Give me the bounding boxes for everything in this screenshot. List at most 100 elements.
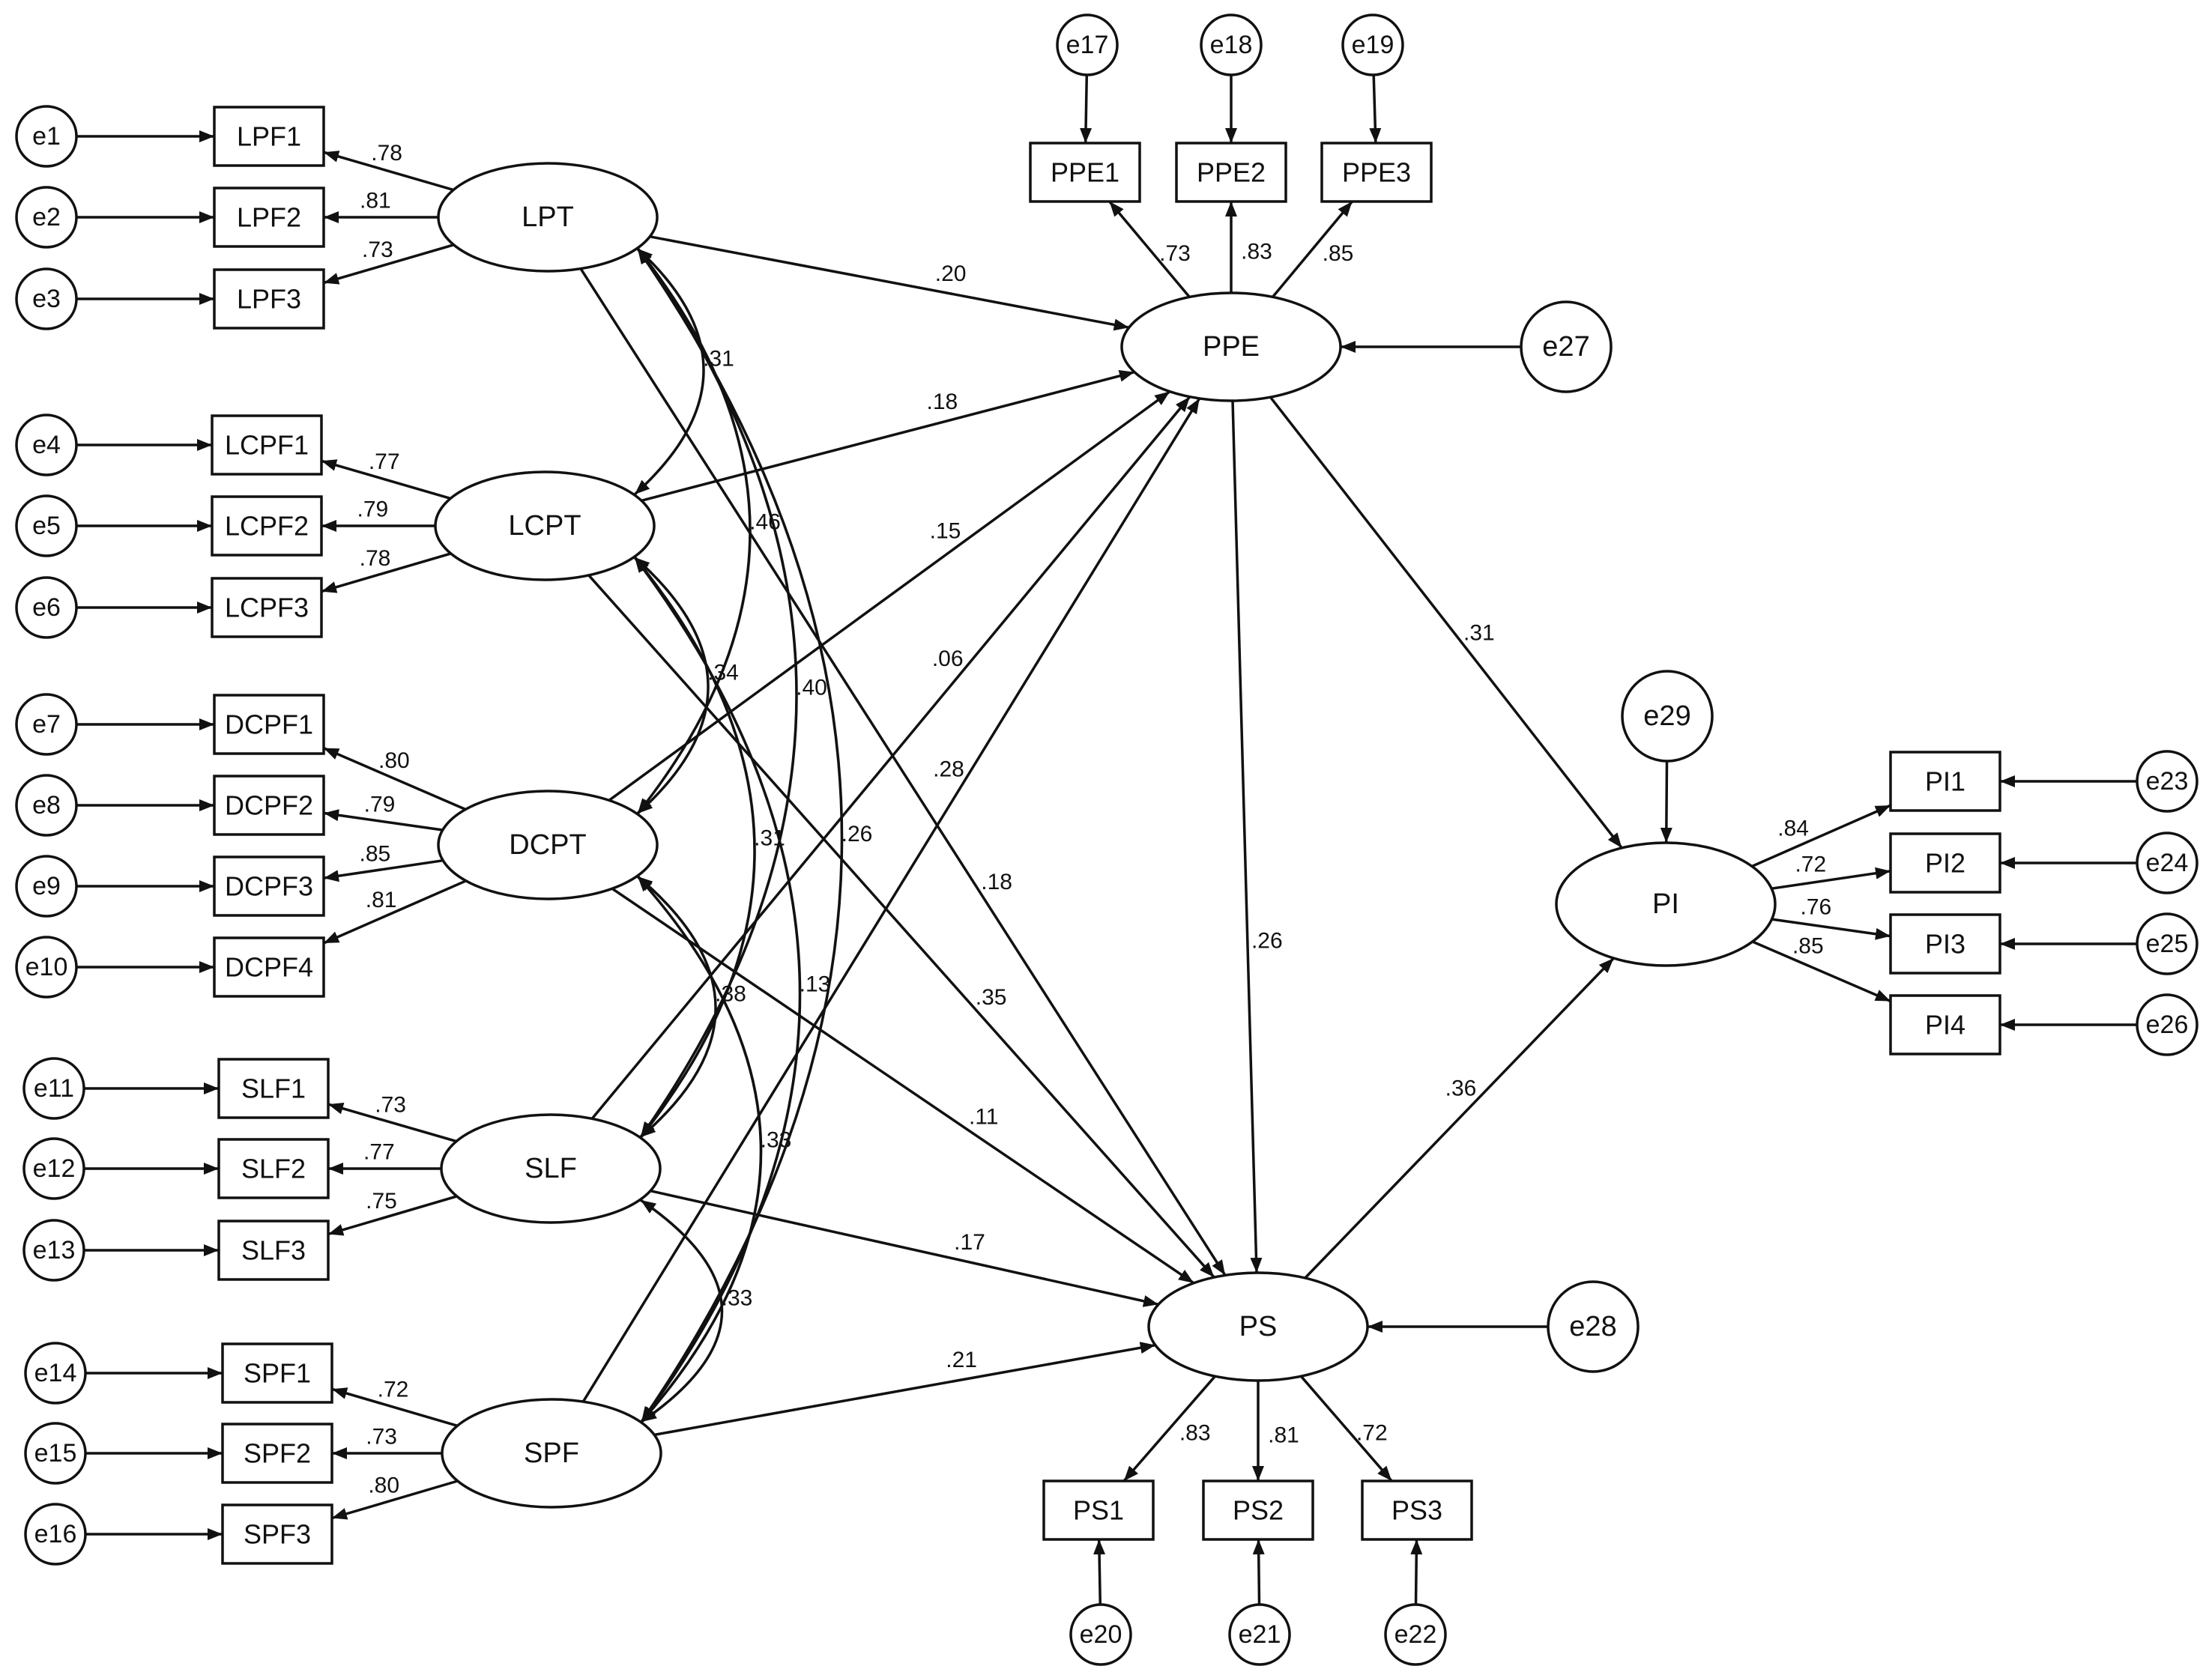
coef-ps-pi: .36 (1445, 1076, 1477, 1101)
error-e3: e3 (15, 267, 78, 330)
latent-ppe-ellipse (1120, 291, 1342, 402)
error-path-e17-ppe1 (1080, 74, 1093, 144)
coef-loading-slf3: .75 (366, 1189, 397, 1214)
error-e15: e15 (24, 1422, 87, 1485)
error-e17: e17 (1056, 13, 1119, 76)
indicator-slf1-box (217, 1058, 330, 1119)
indicator-lcpf3-box (211, 577, 323, 638)
indicator-ppe3-label: PPE3 (1342, 157, 1411, 188)
path-lpt-ppe (649, 235, 1130, 331)
coef-loading-lpf2: .81 (360, 189, 391, 213)
covariance-lpt-lcpt (633, 247, 705, 496)
error-e18: e18 (1200, 13, 1263, 76)
error-e12-circle (22, 1137, 85, 1200)
path-slf-ps (650, 1189, 1159, 1307)
error-e13: e13 (22, 1219, 85, 1282)
coef-spf-ps: .21 (946, 1348, 977, 1372)
latent-dcpt-ellipse (437, 790, 659, 900)
error-e9-label: e9 (32, 872, 61, 900)
coef-loading-ps2: .81 (1268, 1423, 1299, 1448)
error-e12-label: e12 (33, 1154, 76, 1183)
coef-cov-slf-spf: .33 (722, 1286, 753, 1311)
indicator-dcpf3: DCPF3 (213, 855, 325, 917)
error-path-e22-ps3 (1410, 1539, 1423, 1605)
error-e23: e23 (2136, 750, 2199, 813)
indicator-lcpf2-box (211, 495, 323, 557)
path-ppe-pi (1269, 396, 1623, 849)
indicator-lcpf3-label: LCPF3 (225, 593, 309, 623)
indicator-pi2-label: PI2 (1925, 848, 1965, 879)
indicator-spf1: SPF1 (221, 1342, 333, 1404)
latent-pi-ellipse (1555, 841, 1777, 967)
indicator-lcpf2-label: LCPF2 (225, 511, 309, 542)
indicator-dcpf3-label: DCPF3 (225, 871, 313, 902)
latent-slf-ellipse (440, 1113, 662, 1224)
error-e27-label: e27 (1542, 331, 1589, 363)
error-e6-label: e6 (32, 593, 61, 622)
latent-ppe: PPE (1120, 291, 1342, 402)
indicator-spf2-box (221, 1423, 333, 1484)
loading-slf-slf3 (327, 1195, 458, 1236)
coef-loading-pi3: .76 (1801, 895, 1832, 920)
error-e25: e25 (2136, 912, 2199, 975)
indicator-ppe1-box (1029, 142, 1141, 203)
coef-loading-dcpf2: .79 (364, 792, 396, 817)
coef-loading-spf3: .80 (368, 1473, 399, 1498)
covariance-slf-spf (640, 1199, 724, 1423)
latent-ps-label: PS (1239, 1311, 1278, 1342)
indicator-ps1-label: PS1 (1073, 1495, 1124, 1526)
path-lcpt-ppe (641, 370, 1135, 502)
error-path-e19-ppe3 (1369, 74, 1382, 144)
error-e19: e19 (1341, 13, 1404, 76)
error-e3-label: e3 (32, 285, 61, 313)
indicator-spf3: SPF3 (221, 1503, 333, 1565)
error-e20-label: e20 (1080, 1620, 1122, 1649)
error-e2: e2 (15, 186, 78, 249)
error-e11-circle (22, 1057, 85, 1120)
error-e20-circle (1069, 1603, 1132, 1666)
coef-loading-pi2: .72 (1795, 852, 1826, 877)
error-e13-label: e13 (33, 1236, 76, 1264)
error-e10-label: e10 (25, 953, 68, 981)
loading-ps-ps1 (1122, 1375, 1216, 1482)
error-e3-circle (15, 267, 78, 330)
error-e24-circle (2136, 832, 2199, 894)
path-spf-ppe (581, 397, 1201, 1403)
indicator-lcpf3: LCPF3 (211, 577, 323, 638)
error-e28: e28 (1547, 1280, 1640, 1373)
loading-spf-spf3 (331, 1479, 459, 1520)
indicator-ppe3: PPE3 (1320, 142, 1433, 203)
coef-loading-pi1: .84 (1777, 817, 1809, 841)
indicator-pi1: PI1 (1889, 751, 2001, 812)
coef-loading-spf2: .73 (366, 1425, 397, 1450)
error-e19-label: e19 (1352, 31, 1394, 59)
error-e21: e21 (1228, 1603, 1291, 1666)
path-lcpt-ps (587, 574, 1215, 1279)
indicator-spf3-box (221, 1503, 333, 1565)
covariance-layer (633, 247, 844, 1423)
indicator-lpf1: LPF1 (213, 106, 325, 167)
latent-ps: PS (1147, 1271, 1369, 1382)
coef-loading-dcpf3: .85 (360, 841, 391, 866)
path-layer (76, 74, 2137, 1605)
indicator-dcpf2: DCPF2 (213, 775, 325, 836)
error-e14-circle (24, 1342, 87, 1405)
error-e1: e1 (15, 105, 78, 168)
latent-slf: SLF (440, 1113, 662, 1224)
indicator-ppe3-box (1320, 142, 1433, 203)
indicator-spf2: SPF2 (221, 1423, 333, 1484)
error-e25-label: e25 (2146, 930, 2189, 958)
coef-cov-lpt-lcpt: .31 (703, 347, 734, 372)
coef-loading-lcpf3: .78 (360, 546, 391, 571)
error-e5-label: e5 (32, 512, 61, 540)
indicator-pi2-box (1889, 832, 2001, 894)
error-e21-circle (1228, 1603, 1291, 1666)
indicator-lcpf1: LCPF1 (211, 414, 323, 476)
coef-loading-pi4: .85 (1792, 933, 1824, 958)
indicator-lpf1-label: LPF1 (237, 121, 301, 152)
coef-loading-ppe2: .83 (1241, 240, 1272, 264)
error-e6-circle (15, 576, 78, 639)
indicator-ps3-box (1361, 1479, 1473, 1541)
indicator-slf2-box (217, 1138, 330, 1199)
latent-lcpt-ellipse (434, 470, 656, 581)
